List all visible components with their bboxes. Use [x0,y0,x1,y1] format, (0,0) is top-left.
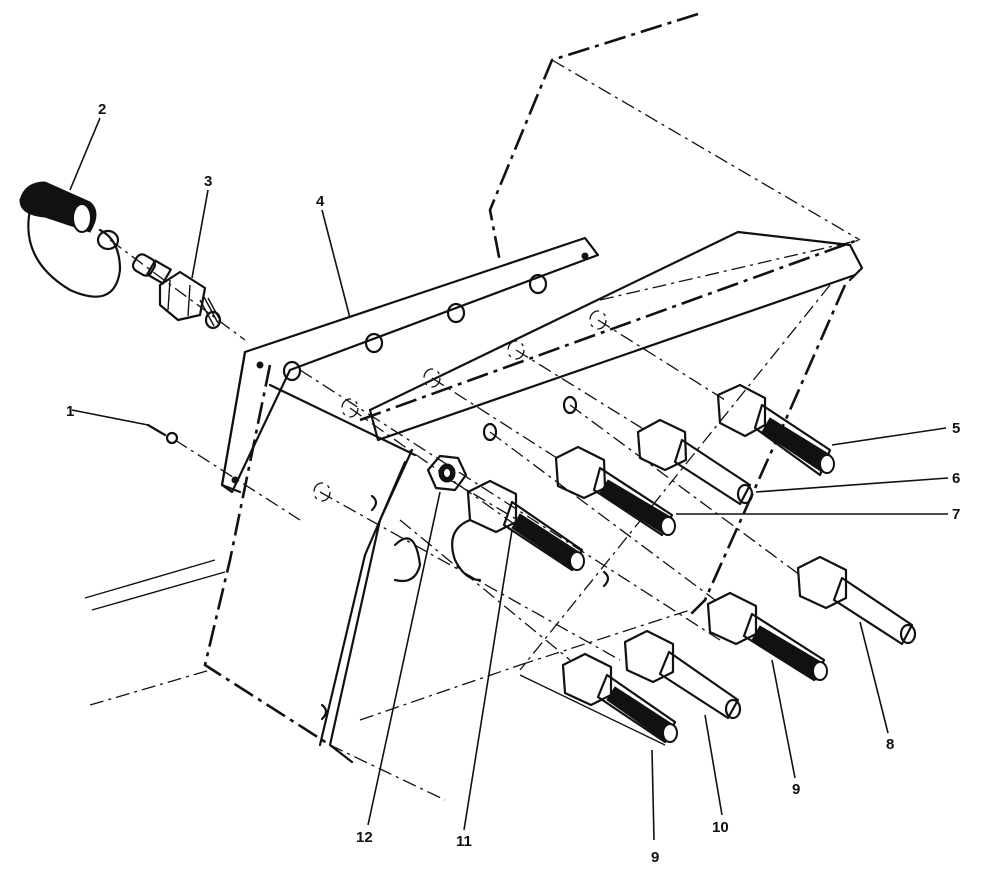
callout-3: 3 [204,173,212,190]
fitting-7 [554,445,676,537]
callout-labels: 1 2 3 4 5 6 7 8 9 9 10 11 12 [66,101,960,866]
quick-disconnect-fitting [131,253,222,330]
fitting-6 [636,418,754,506]
callout-7: 7 [952,506,960,523]
bracket-channel [268,230,864,764]
callout-9-right: 9 [792,781,800,798]
callout-8: 8 [886,736,894,753]
dust-cap-with-lanyard [19,181,122,298]
callout-9-bottom: 9 [651,849,659,866]
callout-11: 11 [456,833,472,850]
leader-lines [69,117,949,841]
fitting-8 [796,555,917,646]
fitting-5 [716,383,835,477]
mounting-plate [220,236,600,494]
fitting-9-right [706,591,828,682]
callout-4: 4 [316,193,325,210]
fitting-10 [623,629,742,720]
callout-5: 5 [952,420,960,437]
callout-6: 6 [952,470,960,487]
callout-1: 1 [66,403,74,420]
nut-12 [426,454,468,492]
callout-2: 2 [98,101,106,118]
callout-12: 12 [356,829,373,846]
housing-phantom-outline [84,12,861,801]
callout-10: 10 [712,819,729,836]
fitting-11 [466,479,585,572]
fitting-9-bottom [519,652,678,746]
cotter-pin [146,423,179,445]
